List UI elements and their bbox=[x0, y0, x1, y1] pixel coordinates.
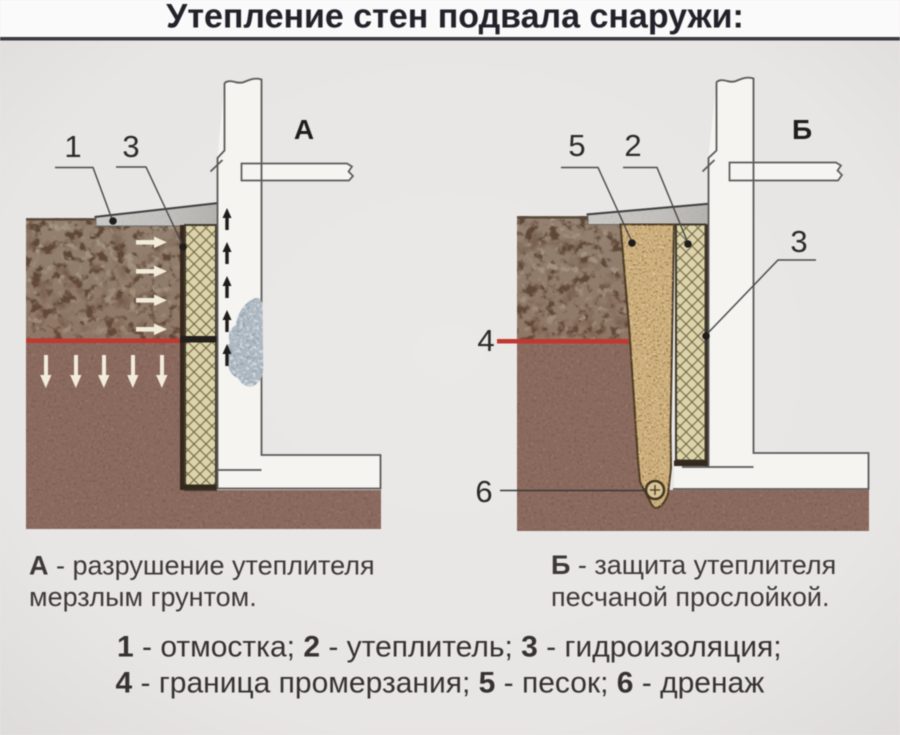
svg-text:Утепление стен подвала снаружи: Утепление стен подвала снаружи: bbox=[166, 0, 744, 36]
svg-text:6: 6 bbox=[475, 474, 492, 509]
svg-text:А: А bbox=[294, 114, 314, 145]
svg-text:3: 3 bbox=[122, 129, 139, 164]
svg-text:1: 1 bbox=[64, 129, 81, 164]
svg-text:А - разрушение утеплителя: А - разрушение утеплителя bbox=[29, 551, 375, 581]
svg-text:Б - защита утеплителя: Б - защита утеплителя bbox=[551, 550, 836, 580]
svg-text:1 - отмостка; 2 - утеплитель;: 1 - отмостка; 2 - утеплитель; 3 - гидрои… bbox=[117, 631, 782, 664]
svg-text:2: 2 bbox=[624, 128, 641, 163]
svg-text:3: 3 bbox=[790, 224, 807, 259]
svg-text:мерзлым грунтом.: мерзлым грунтом. bbox=[29, 582, 257, 612]
svg-text:песчаной прослойкой.: песчаной прослойкой. bbox=[551, 582, 829, 612]
svg-text:Б: Б bbox=[792, 114, 812, 145]
svg-text:4 - граница промерзания; 5 - п: 4 - граница промерзания; 5 - песок; 6 - … bbox=[116, 667, 765, 700]
svg-text:4: 4 bbox=[477, 323, 494, 358]
svg-text:5: 5 bbox=[568, 128, 585, 163]
